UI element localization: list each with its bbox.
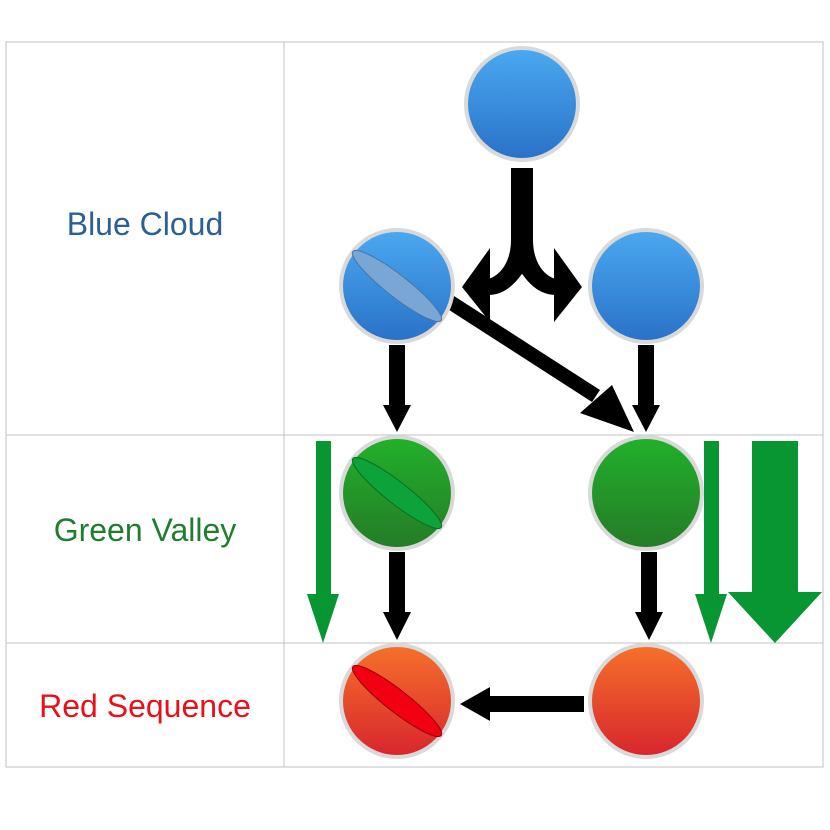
table-grid [5,41,824,768]
row-label-red-sequence: Red Sequence [39,688,251,724]
galaxy-disk-shape [351,664,443,738]
galaxy-disk-shape [351,249,443,323]
green-arrow-left-slow [307,441,339,643]
green-arrow-fast [728,441,822,643]
arrow-blue-disk-to-green-disk [383,345,411,432]
row-label-green-valley: Green Valley [53,512,237,548]
row-label-blue-cloud: Blue Cloud [66,206,224,242]
green-arrow-right-slow [695,441,727,643]
arrow-red-sphere-to-red-disk [460,687,584,721]
arrow-blue-disk-to-green-sphere [446,296,634,432]
split-arrow-stem [511,168,533,254]
galaxy-blue-disk [339,228,455,344]
split-arrow-left-head [462,248,490,322]
split-arrow-right-head [554,248,582,322]
arrow-green-sphere-to-red-sphere [635,552,663,640]
galaxy-red-sphere [588,643,704,759]
split-arrow-right-branch [511,240,556,295]
galaxy-disk-shape [351,456,443,530]
galaxy-green-disk [339,435,455,551]
galaxy-blue-origin [464,46,580,162]
split-arrow [462,168,582,322]
arrow-blue-sphere-to-green-sphere [632,345,660,432]
galaxy-blue-sphere [588,228,704,344]
arrow-green-disk-to-red-disk [383,552,411,640]
galaxy-red-disk [339,643,455,759]
table-border [5,41,824,768]
galaxy-green-sphere [588,435,704,551]
